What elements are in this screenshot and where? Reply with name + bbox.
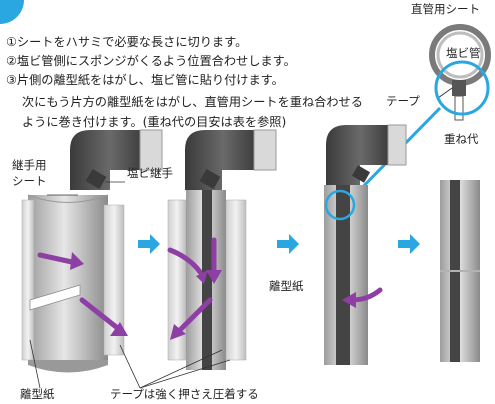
label-pvc-joint: 塩ビ継手 [127, 166, 173, 180]
instruction-step-1: ①シートをハサミで必要な長さに切ります。 [6, 35, 248, 49]
leader-lines [29, 181, 231, 389]
step-arrow-1 [138, 234, 160, 254]
stage-1-illustration [21, 129, 163, 373]
label-joint-sheet-2: シート [12, 174, 47, 188]
label-straight-sheet: 直管用シート [411, 2, 480, 16]
step-arrow-2 [277, 234, 299, 254]
label-tape-instruction: テープは強く押さえ圧着する [110, 387, 259, 401]
instruction-step-3-cont-2: ように巻き付けます。(重ね代の目安は表を参照) [22, 115, 287, 129]
label-pvc-pipe: 塩ビ管 [446, 46, 481, 60]
instruction-step-3-cont-1: 次にもう片方の離型紙をはがし、直管用シートを重ね合わせる [22, 95, 363, 109]
cross-section-detail [429, 24, 491, 121]
label-release-paper-bottom: 離型紙 [20, 387, 55, 401]
label-overlap: 重ね代 [444, 132, 479, 146]
label-joint-sheet-1: 継手用 [12, 158, 47, 172]
instruction-step-3: ③片側の離型紙をはがし、塩ビ管に貼り付けます。 [6, 73, 284, 87]
label-release-paper-right: 離型紙 [269, 279, 304, 293]
instruction-step-2: ②塩ビ管側にスポンジがくるよう位置合わせします。 [6, 54, 296, 68]
step-badge-corner [0, 0, 24, 24]
stage-3-illustration [324, 124, 407, 365]
label-tape: テープ [386, 94, 420, 108]
stage-2-illustration [167, 129, 277, 370]
stage-4-illustration [440, 180, 480, 362]
step-arrow-3 [398, 234, 420, 254]
